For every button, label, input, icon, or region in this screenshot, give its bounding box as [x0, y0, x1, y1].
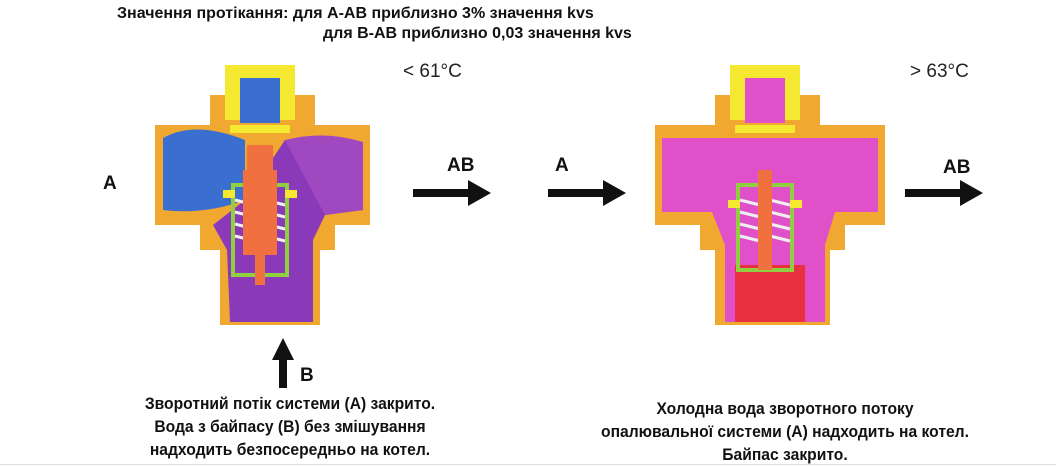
right-caption-line: опалювальної системи (А) надходить на ко… [601, 422, 969, 441]
right-outflow-arrow-icon [905, 180, 983, 206]
valve-open-return-diagram [655, 65, 885, 325]
left-caption-line: Вода з байпасу (В) без змішування [154, 417, 426, 436]
left-port-ab-label: AB [447, 155, 475, 176]
valve-closed-bypass-diagram [155, 65, 370, 325]
left-outflow-arrow-icon [413, 180, 491, 206]
left-caption-line: Зворотний потік системи (А) закрито. [144, 394, 436, 413]
right-inflow-arrow-icon [548, 180, 626, 206]
right-caption-line: Байпас закрито. [722, 445, 848, 464]
left-temperature-label: < 61°C [403, 61, 462, 82]
right-caption: Холодна вода зворотного потоку опалюваль… [564, 397, 1006, 466]
left-caption: Зворотний потік системи (А) закрито. Вод… [106, 392, 474, 461]
left-caption-line: надходить безпосередньо на котел. [149, 440, 431, 459]
heading-line-1: Значення протікання: для А-АВ приблизно … [117, 5, 594, 22]
bottom-divider [0, 464, 1056, 465]
right-temperature-label: > 63°C [910, 61, 969, 82]
heading-line-2: для В-АВ приблизно 0,03 значення kvs [323, 25, 632, 42]
left-port-a-label: A [103, 173, 117, 194]
right-caption-line: Холодна вода зворотного потоку [656, 399, 914, 418]
right-port-a-label: A [555, 155, 569, 176]
bypass-inflow-arrow-icon [272, 338, 294, 388]
right-port-ab-label: AB [943, 157, 971, 178]
left-port-b-label: B [300, 365, 314, 386]
